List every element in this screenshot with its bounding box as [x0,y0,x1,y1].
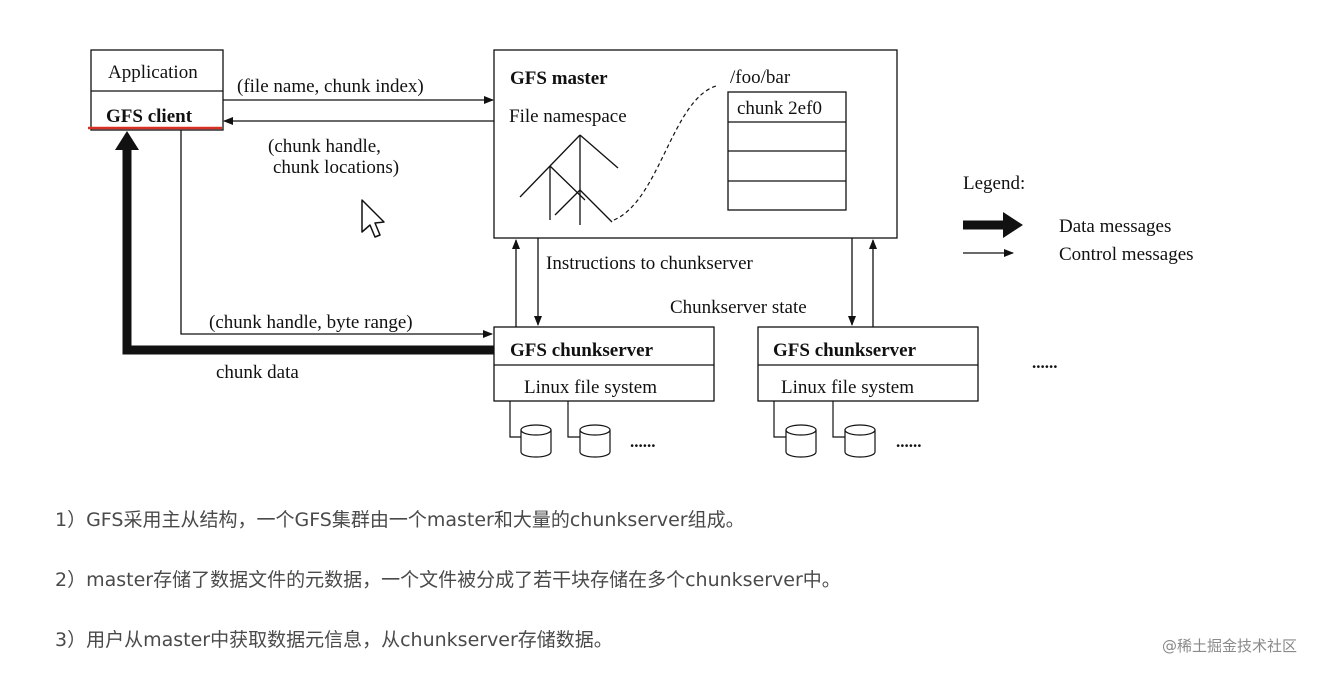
legend-data-label: Data messages [1059,216,1171,237]
note-1: 1）GFS采用主从结构，一个GFS集群由一个master和大量的chunkser… [55,509,745,531]
chunk-table: chunk 2ef0 [727,91,847,211]
gfs-client-label: GFS client [106,106,193,127]
legend: Legend: Data messages Control messages [963,173,1194,265]
note-2: 2）master存储了数据文件的元数据，一个文件被分成了若干块存储在多个chun… [55,569,841,591]
watermark: @稀土掘金技术社区 [1161,637,1297,655]
chunk-handle-label: chunk 2ef0 [737,98,822,119]
chunkserver-ellipsis: ...... [1032,353,1058,372]
mouse-cursor-icon [361,199,385,238]
disk-ellipsis-2: ...... [896,432,922,451]
disk-icon [520,424,552,458]
chunk-data-label: chunk data [216,362,299,383]
disk-icon [579,424,611,458]
reply-label-line2: chunk locations) [273,157,399,178]
legend-control-label: Control messages [1059,244,1194,265]
reply-label-line1: (chunk handle, [268,136,381,157]
data-request-label: (chunk handle, byte range) [209,312,413,333]
chunk-data-arrow [122,148,494,355]
gfs-architecture-diagram: Application GFS client GFS master File n… [88,49,1194,458]
namespace-tree [519,134,619,225]
chunkserver-1: GFS chunkserver Linux file system ...... [493,326,715,458]
namespace-label: File namespace [509,106,627,127]
note-3: 3）用户从master中获取数据元信息，从chunkserver存储数据。 [55,629,613,651]
chunk-data-arrowhead [115,131,139,150]
master-title: GFS master [510,68,608,89]
disk-icon [844,424,876,458]
disk-icon [785,424,817,458]
chunkserver-2-title: GFS chunkserver [773,340,917,361]
chunkserver-2: GFS chunkserver Linux file system ...... [757,326,979,458]
legend-data-arrowhead [1003,212,1023,238]
path-label: /foo/bar [730,67,791,88]
dashed-pointer [613,85,717,221]
master-box: GFS master File namespace /foo/bar chunk… [493,49,898,239]
chunkserver-2-fs: Linux file system [781,377,914,398]
file-request-label: (file name, chunk index) [237,76,424,97]
data-request-arrow [180,130,493,338]
chunkserver-1-fs: Linux file system [524,377,657,398]
chunkserver-1-title: GFS chunkserver [510,340,654,361]
client-box: Application GFS client [88,49,224,131]
instructions-label: Instructions to chunkserver [546,253,754,274]
legend-title: Legend: [963,173,1025,194]
chunkserver-state-label: Chunkserver state [670,297,807,318]
application-label: Application [108,62,198,83]
disk-ellipsis-1: ...... [630,432,656,451]
